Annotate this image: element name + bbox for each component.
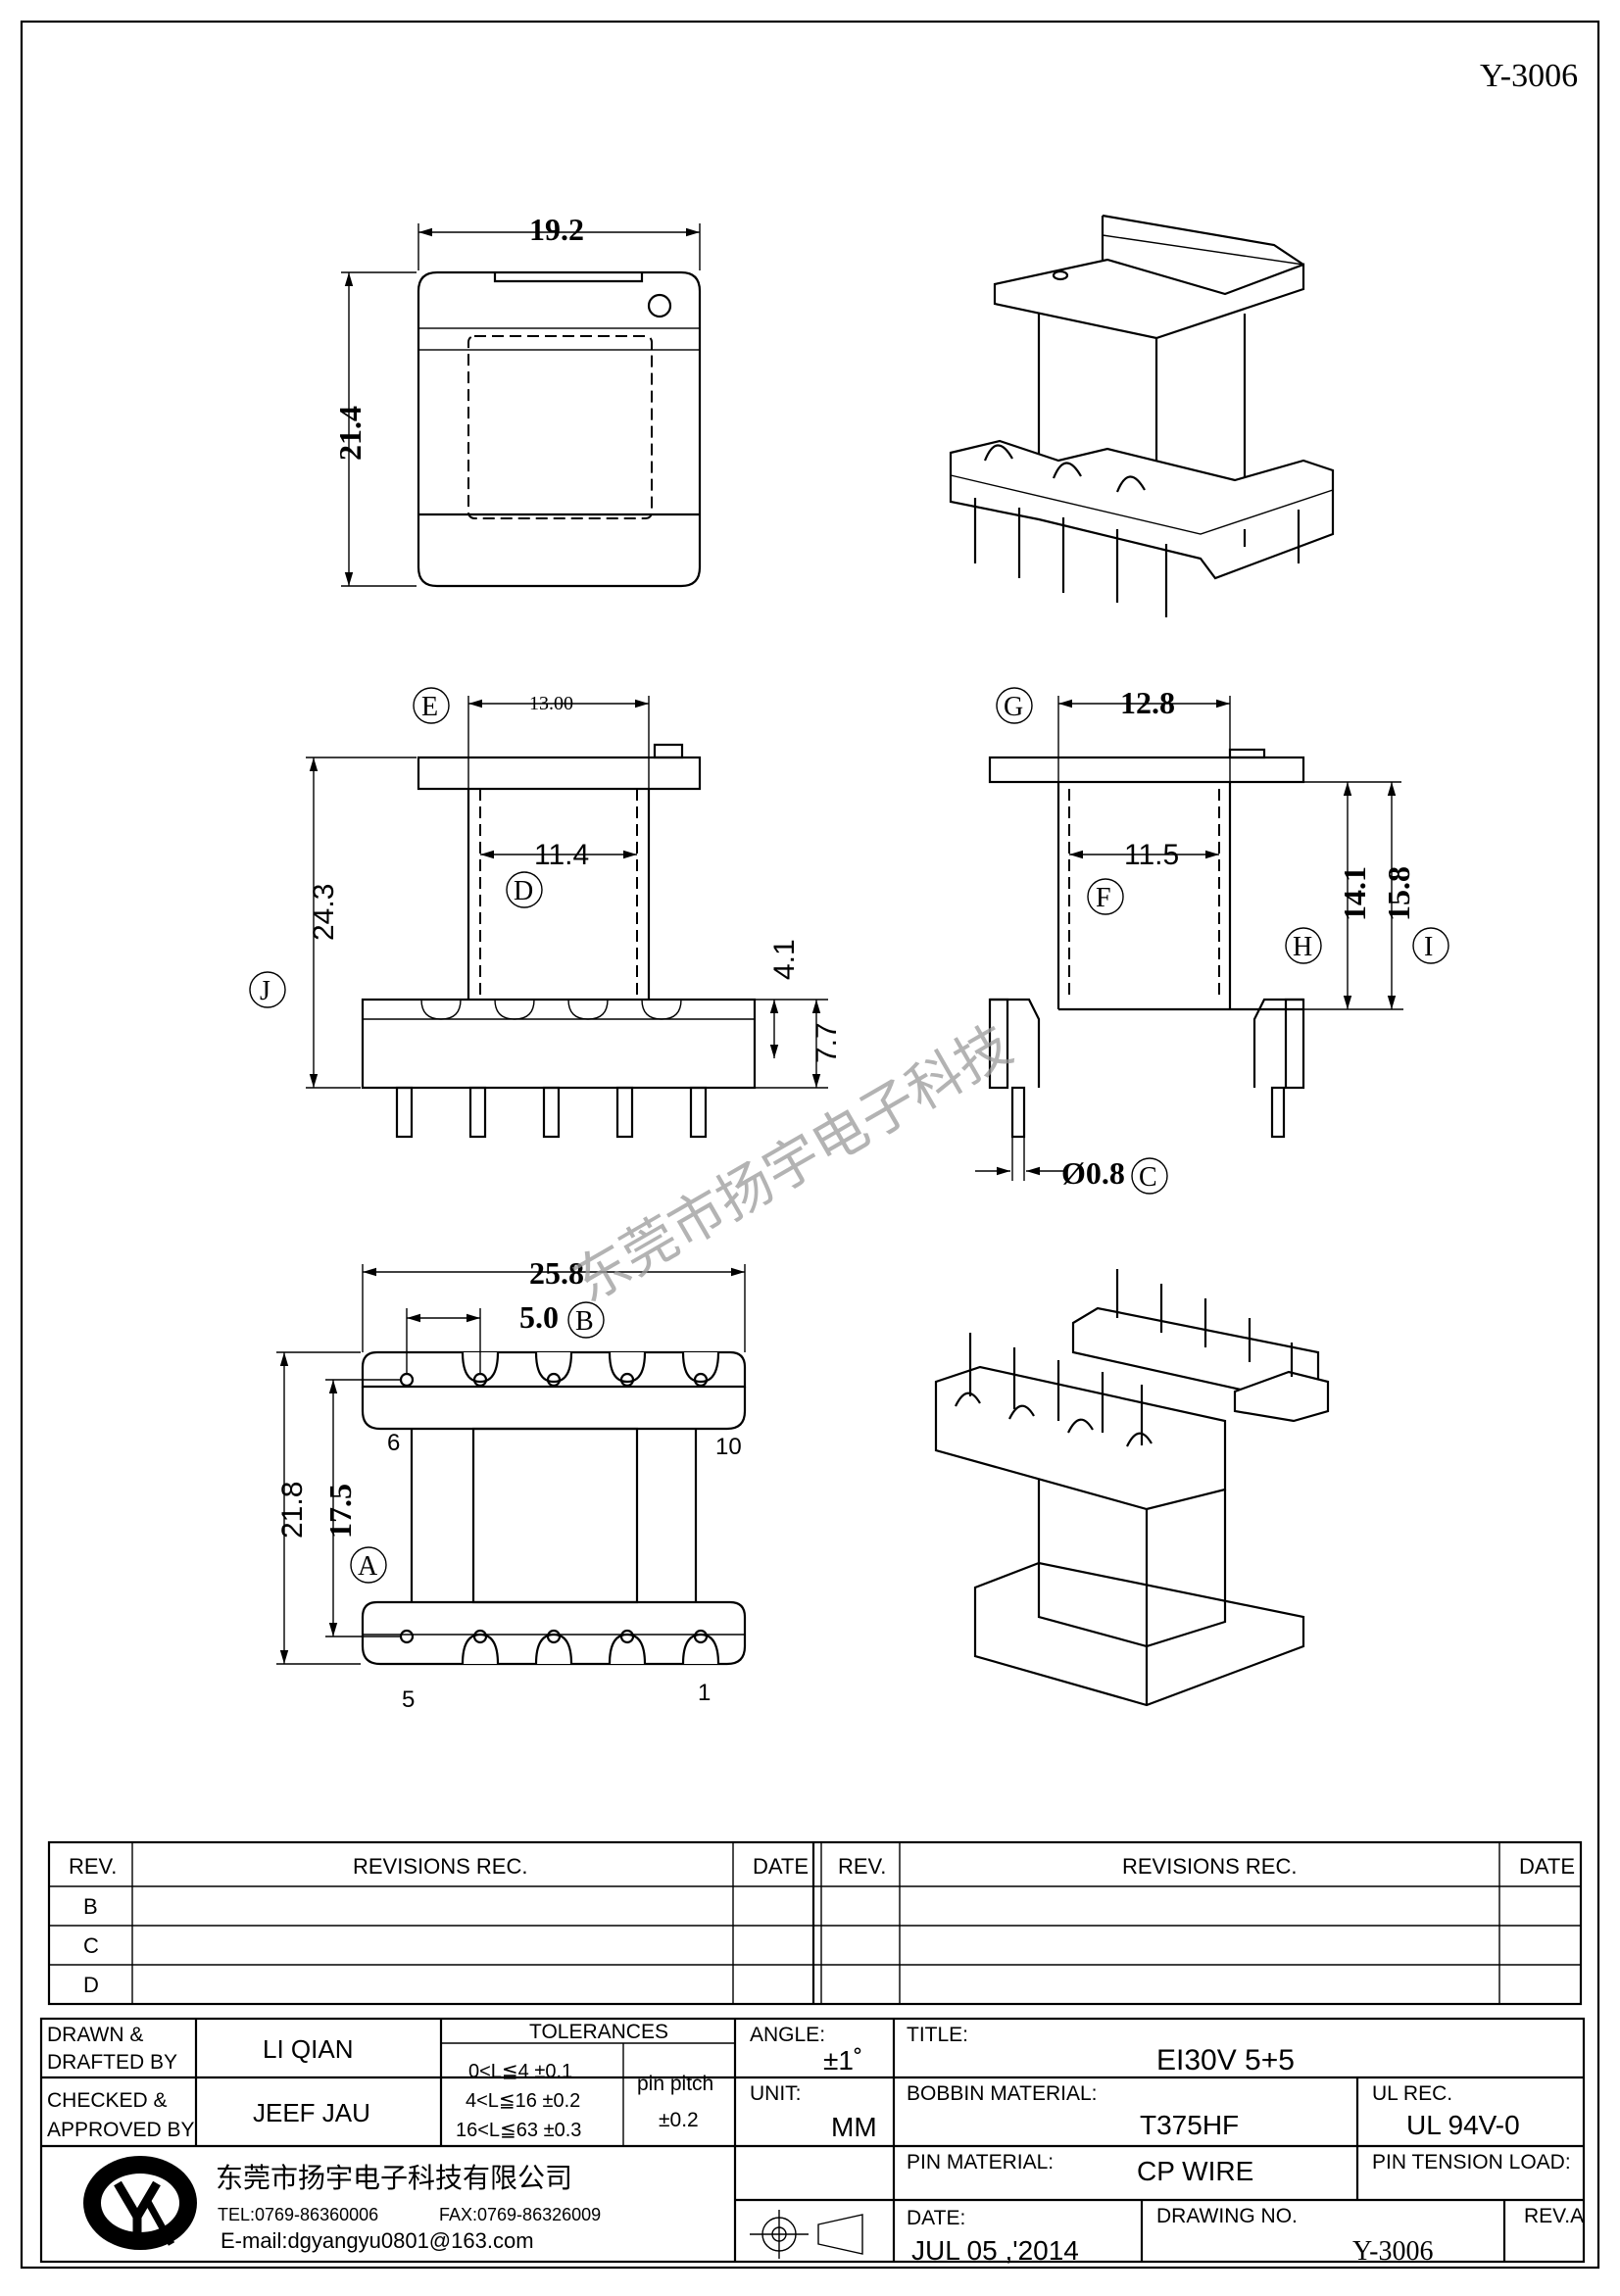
rev-row-c: C (83, 1933, 99, 1958)
checked-name: JEEF JAU (253, 2098, 370, 2127)
dim-top-height: 21.4 (332, 406, 368, 461)
company-name: 东莞市扬宇电子科技有限公司 (216, 2163, 572, 2193)
pin-5-label: 5 (402, 1686, 415, 1713)
callout-a: A (358, 1551, 378, 1582)
dim-top-width: 19.2 (529, 212, 584, 247)
bobbin-material-value: T375HF (1140, 2110, 1239, 2140)
pin-material-value: CP WIRE (1137, 2156, 1253, 2186)
callout-f: F (1096, 883, 1111, 913)
callout-j: J (260, 976, 270, 1006)
company-tel: TEL:0769-86360006 (218, 2205, 378, 2224)
angle-label: ANGLE: (750, 2024, 825, 2046)
dim-front-flange: 4.1 (768, 939, 801, 980)
unit-label: UNIT: (750, 2082, 802, 2105)
dim-front-height: 24.3 (308, 884, 340, 941)
revisions-header-left: REVISIONS REC. (353, 1854, 527, 1879)
drafted-label: DRAFTED BY (47, 2051, 177, 2074)
pin-6-label: 6 (387, 1430, 400, 1456)
checked-label: CHECKED & (47, 2089, 168, 2112)
dim-front-inner: 11.4 (534, 839, 589, 871)
callout-e: E (421, 692, 438, 722)
callout-d: D (514, 876, 533, 906)
callout-h: H (1293, 932, 1312, 962)
pin-10-label: 10 (715, 1434, 742, 1460)
pin-pitch-tolerance: ±0.2 (659, 2109, 699, 2131)
company-email: E-mail:dgyangyu0801@163.com (221, 2228, 534, 2253)
callout-i: I (1424, 932, 1433, 962)
approved-label: APPROVED BY (47, 2119, 195, 2141)
dim-side-h1: 14.1 (1337, 866, 1372, 921)
title-label: TITLE: (907, 2024, 968, 2046)
angle-value: ±1˚ (823, 2045, 862, 2076)
pin-pitch-label: pin pitch (637, 2073, 713, 2095)
dim-front-base: 7.7 (810, 1022, 843, 1063)
ul-rec-label: UL REC. (1372, 2082, 1452, 2105)
dim-side-width: 12.8 (1120, 685, 1175, 720)
iso-view-lower (934, 1269, 1330, 1707)
callout-g: G (1004, 692, 1023, 722)
tolerance-row-3: 16<L≦63 ±0.3 (456, 2120, 581, 2141)
rev-header-left: REV. (69, 1854, 117, 1879)
unit-value: MM (831, 2112, 877, 2142)
dim-bottom-width: 25.8 (529, 1255, 584, 1291)
title-block: DRAWN & DRAFTED BY LI QIAN CHECKED & APP… (39, 2017, 1586, 2267)
callout-b: B (575, 1306, 594, 1337)
callout-c: C (1139, 1162, 1157, 1193)
rev-a-label: REV.A (1524, 2205, 1584, 2227)
drawn-name: LI QIAN (263, 2034, 353, 2064)
front-view: 13.00 11.4 24.3 4.1 7.7 (306, 693, 843, 1139)
drawing-no-label: DRAWING NO. (1156, 2205, 1298, 2227)
company-logo (83, 2156, 197, 2250)
sheet-border (20, 20, 1600, 2270)
projection-symbol (750, 2210, 863, 2259)
callouts: E D J G F H I C B A (249, 687, 1449, 1584)
dim-bottom-h2: 17.5 (322, 1484, 358, 1539)
top-view: 19.2 21.4 (332, 212, 702, 588)
pin-1-label: 1 (698, 1680, 711, 1706)
date-header-right: DATE (1519, 1854, 1575, 1879)
dim-front-width: 13.00 (529, 693, 573, 714)
dim-pin-pitch: 5.0 (519, 1299, 559, 1335)
rev-row-d: D (83, 1973, 99, 1997)
company-fax: FAX:0769-86326009 (439, 2205, 601, 2224)
drawn-label: DRAWN & (47, 2024, 143, 2046)
drawing-no-value: Y-3006 (1352, 2236, 1433, 2267)
iso-view-upper (949, 214, 1335, 617)
dim-side-inner: 11.5 (1124, 839, 1179, 871)
pin-material-label: PIN MATERIAL: (907, 2151, 1054, 2174)
date-label: DATE: (907, 2207, 965, 2229)
dim-side-h2: 15.8 (1381, 866, 1416, 921)
bobbin-material-label: BOBBIN MATERIAL: (907, 2082, 1098, 2105)
drawing-id-top: Y-3006 (1480, 58, 1578, 94)
date-value: JUL 05 ,'2014 (911, 2235, 1079, 2266)
ul-rec-value: UL 94V-0 (1406, 2110, 1520, 2140)
bottom-view: 25.8 5.0 21.8 17.5 6 10 5 1 (276, 1255, 747, 1713)
date-header-left: DATE (753, 1854, 809, 1879)
dim-pin-dia: Ø0.8 (1061, 1155, 1125, 1191)
watermark-text: 东莞市扬宇电子科技 (564, 1013, 1022, 1314)
revision-table: REV. REVISIONS REC. DATE REV. REVISIONS … (47, 1840, 1583, 2006)
revisions-header-right: REVISIONS REC. (1122, 1854, 1297, 1879)
rev-row-b: B (83, 1894, 98, 1919)
tolerances-label: TOLERANCES (529, 2021, 668, 2043)
side-view: 12.8 11.5 14.1 15.8 Ø0.8 (975, 685, 1416, 1191)
dim-bottom-h1: 21.8 (276, 1482, 309, 1539)
pin-tension-label: PIN TENSION LOAD: (1372, 2151, 1571, 2174)
rev-header-right: REV. (838, 1854, 886, 1879)
tolerance-row-1: 0<L≦4 ±0.1 (468, 2061, 572, 2082)
title-value: EI30V 5+5 (1156, 2044, 1295, 2076)
tolerance-row-2: 4<L≦16 ±0.2 (466, 2090, 580, 2112)
